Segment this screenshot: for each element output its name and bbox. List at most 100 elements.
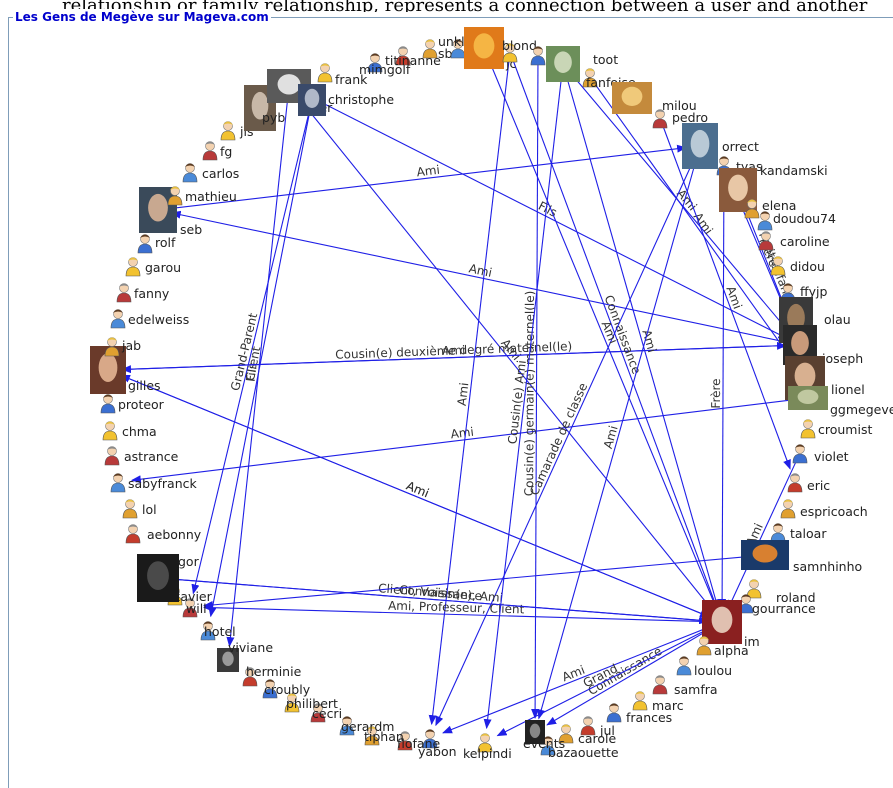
node-label[interactable]: toot (593, 52, 618, 67)
node-jc[interactable]: jc (464, 27, 516, 71)
node-didou[interactable]: didou (770, 256, 825, 276)
node-label[interactable]: christophe (328, 92, 394, 107)
node-flofane[interactable]: flofane (397, 731, 441, 752)
node-jab[interactable]: jab (104, 337, 141, 357)
node-label[interactable]: kandamski (760, 163, 828, 178)
node-espricoach[interactable]: espricoach (780, 499, 868, 520)
node-roland[interactable]: roland (746, 579, 816, 606)
node-label[interactable]: mathieu (185, 189, 237, 204)
node-label[interactable]: proteor (118, 397, 165, 412)
node-eric[interactable]: eric (787, 473, 830, 494)
node-seb[interactable]: seb (139, 187, 202, 237)
node-label[interactable]: yabon (418, 744, 457, 759)
node-label[interactable]: gourrance (752, 601, 816, 616)
node-yabon[interactable]: yabon (418, 729, 457, 760)
node-label[interactable]: mimgolf (359, 62, 411, 77)
node-fg[interactable]: fg (202, 141, 232, 161)
node-label[interactable]: alpha (714, 643, 749, 658)
node-label[interactable]: milou (662, 98, 697, 113)
node-gilles[interactable]: gilles (90, 346, 161, 394)
node-mimgolf[interactable]: mimgolf (359, 53, 411, 78)
node-blond[interactable]: blond (502, 38, 537, 63)
node-label[interactable]: carlos (202, 166, 239, 181)
node-label[interactable]: kelpindi (463, 746, 512, 761)
node-hotel[interactable]: hotel (200, 621, 236, 641)
node-label[interactable]: gor (178, 554, 200, 569)
node-events[interactable]: events (523, 720, 565, 751)
node-label[interactable]: croumist (818, 422, 872, 437)
node-kelpindi[interactable]: kelpindi (463, 733, 512, 762)
node-label[interactable]: bazaouette (548, 745, 619, 760)
node-herminie[interactable]: herminie (242, 664, 302, 687)
node-philibert[interactable]: philibert (284, 693, 338, 713)
node-label[interactable]: flofane (397, 736, 441, 751)
node-label[interactable]: roland (776, 590, 816, 605)
node-doudou74[interactable]: doudou74 (757, 211, 836, 231)
node-samfra[interactable]: samfra (652, 675, 718, 698)
node-label[interactable]: joseph (821, 351, 863, 366)
node-label[interactable]: pyb (262, 110, 285, 125)
node-unkle[interactable]: unkle (438, 34, 473, 59)
node-tiphan[interactable]: tiphan (364, 726, 404, 746)
node-label[interactable]: loulou (694, 663, 732, 678)
node-label[interactable]: gerardm (341, 719, 394, 734)
node-label[interactable]: espricoach (800, 504, 868, 519)
node-label[interactable]: carole (578, 731, 617, 746)
node-rolf[interactable]: rolf (137, 234, 176, 254)
node-label[interactable]: cecri (312, 706, 342, 721)
node-aebonny[interactable]: aebonny (125, 524, 202, 544)
node-samnhinho[interactable]: samnhinho (741, 540, 862, 574)
node-label[interactable]: ffyjp (800, 284, 827, 299)
node-label[interactable]: blond (502, 38, 537, 53)
node-cecri[interactable]: cecri (310, 703, 342, 723)
node-label[interactable]: edelweiss (128, 312, 189, 327)
node-carlos[interactable]: carlos (182, 163, 239, 183)
node-label[interactable]: gilles (128, 378, 161, 393)
node-chma[interactable]: chma (102, 421, 157, 441)
node-croubly[interactable]: croubly (262, 679, 311, 699)
node-bazaouette[interactable]: bazaouette (540, 736, 619, 761)
node-label[interactable]: rolf (155, 235, 176, 250)
node-label[interactable]: tiphan (364, 729, 404, 744)
node-label[interactable]: garou (145, 260, 181, 275)
node-taloar[interactable]: taloar (770, 523, 827, 543)
node-label[interactable]: jab (121, 338, 141, 353)
node-elena[interactable]: elena (744, 198, 796, 219)
node-mathieu[interactable]: mathieu (167, 186, 237, 206)
node-label[interactable]: doudou74 (773, 211, 836, 226)
node-gor[interactable]: gor (137, 554, 200, 602)
node-orrect[interactable]: orrect (682, 123, 759, 169)
node-milou[interactable]: milou (612, 82, 697, 114)
node-label[interactable]: jc (505, 56, 516, 71)
node-label[interactable]: unkle (438, 34, 473, 49)
node-label[interactable]: marc (652, 698, 684, 713)
node-violet[interactable]: violet (792, 444, 849, 465)
node-label[interactable]: samfra (674, 682, 718, 697)
node-label[interactable]: lol (142, 502, 157, 517)
node-label[interactable]: chma (122, 424, 157, 439)
node-label[interactable]: will (186, 601, 207, 616)
node-croumist[interactable]: croumist (800, 419, 872, 439)
node-label[interactable]: sabyfranck (128, 476, 197, 491)
node-edelweiss[interactable]: edelweiss (110, 309, 189, 329)
node-label[interactable]: xavier (173, 589, 213, 604)
node-label[interactable]: aebonny (147, 527, 202, 542)
node-label[interactable]: jul (599, 723, 615, 738)
node-label[interactable]: viviane (228, 640, 273, 655)
node-label[interactable]: seb (180, 222, 202, 237)
node-label[interactable]: hotel (204, 624, 236, 639)
node-im[interactable]: im (702, 600, 760, 649)
node-label[interactable]: frank (335, 72, 368, 87)
node-garou[interactable]: garou (125, 257, 181, 277)
node-label[interactable]: philibert (286, 696, 338, 711)
node-label[interactable]: events (523, 736, 565, 751)
node-toot[interactable]: toot (546, 46, 618, 82)
node-lol[interactable]: lol (122, 499, 157, 519)
node-gerardm[interactable]: gerardm (339, 716, 394, 736)
node-pedro[interactable]: pedro (652, 109, 708, 129)
node-label[interactable]: violet (814, 449, 849, 464)
node-label[interactable]: samnhinho (793, 559, 862, 574)
node-label[interactable]: olau (824, 312, 851, 327)
node-jul[interactable]: jul (580, 716, 615, 739)
node-label[interactable]: ggmegeve (830, 402, 893, 417)
